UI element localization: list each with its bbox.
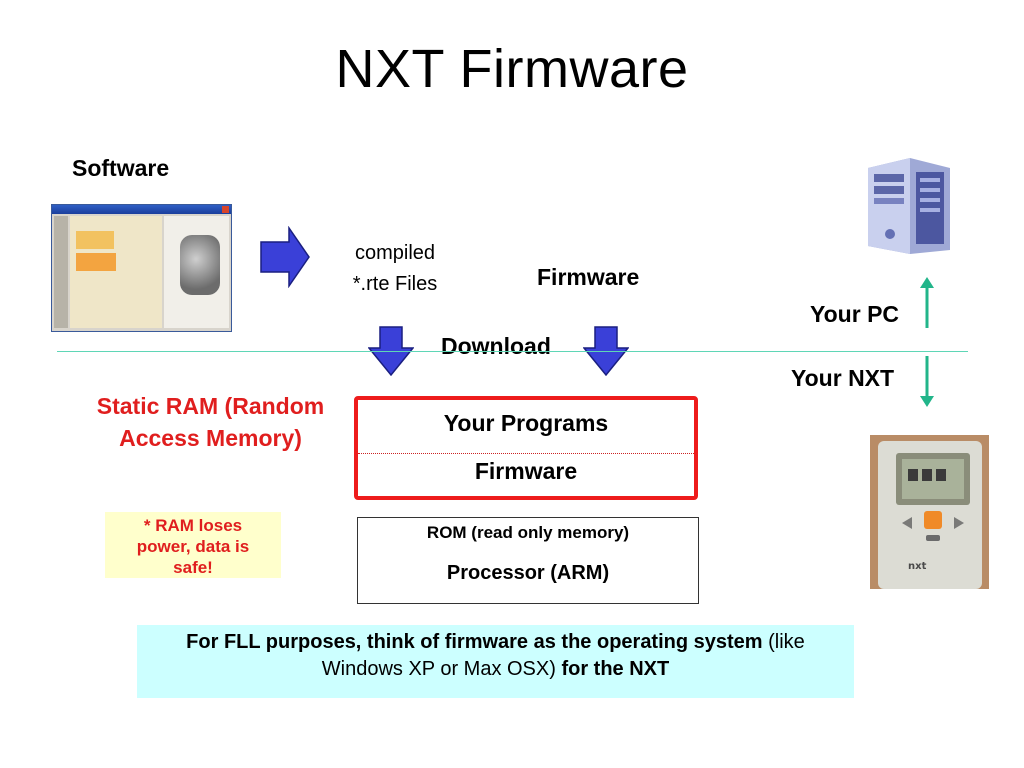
- ram-note-box: * RAM loses power, data is safe!: [105, 512, 281, 578]
- fll-bold-text-1: For FLL purposes, think of firmware as t…: [186, 631, 763, 653]
- screenshot-sidebar: [54, 216, 68, 328]
- up-arrow-icon: [920, 277, 934, 328]
- pc-tower-icon: [850, 154, 957, 256]
- ram-label-line1: Static RAM (Random: [96, 393, 325, 419]
- compiled-line1: compiled: [354, 242, 436, 264]
- fll-bold-text-2: for the NXT: [555, 658, 670, 680]
- screenshot-panel-getting-started: [76, 231, 114, 249]
- fll-plain-text-2: Windows XP or Max OSX): [321, 658, 556, 680]
- slide-title: NXT Firmware: [335, 39, 689, 99]
- right-arrow-icon: [260, 226, 310, 288]
- screenshot-panel-software-overview: [76, 253, 116, 271]
- fll-plain-text-1: (like: [762, 631, 805, 653]
- software-screenshot: [51, 204, 232, 332]
- fll-note-box: For FLL purposes, think of firmware as t…: [137, 625, 854, 698]
- static-ram-label: Static RAM (Random Access Memory): [78, 390, 343, 454]
- svg-text:nxt: nxt: [908, 561, 927, 572]
- ram-box-divider: [358, 453, 694, 454]
- rom-label: ROM (read only memory): [426, 523, 630, 542]
- nxt-brick-icon: nxt: [870, 435, 989, 589]
- firmware-memory-label: Firmware: [474, 458, 578, 484]
- processor-label: Processor (ARM): [446, 562, 610, 584]
- note-line2: power, data is: [136, 537, 250, 556]
- compiled-files-label: compiled *.rte Files: [320, 238, 470, 300]
- screenshot-robot-image: [180, 235, 220, 295]
- screenshot-close-icon: [222, 206, 229, 213]
- your-nxt-label: Your NXT: [791, 365, 895, 391]
- download-label: Download: [441, 333, 551, 359]
- note-line3: safe!: [173, 558, 213, 577]
- down-arrow-teal-icon: [920, 356, 934, 407]
- rom-box: [357, 517, 699, 604]
- firmware-top-label: Firmware: [537, 264, 640, 290]
- pc-nxt-divider: [57, 351, 968, 352]
- note-line1: * RAM loses: [143, 516, 243, 535]
- ram-label-line2: Access Memory): [119, 425, 302, 451]
- software-label: Software: [72, 155, 170, 181]
- your-programs-label: Your Programs: [443, 410, 609, 436]
- compiled-line2: *.rte Files: [352, 273, 438, 295]
- screenshot-titlebar: [52, 205, 231, 214]
- your-pc-label: Your PC: [810, 301, 900, 327]
- ram-box: [354, 396, 698, 500]
